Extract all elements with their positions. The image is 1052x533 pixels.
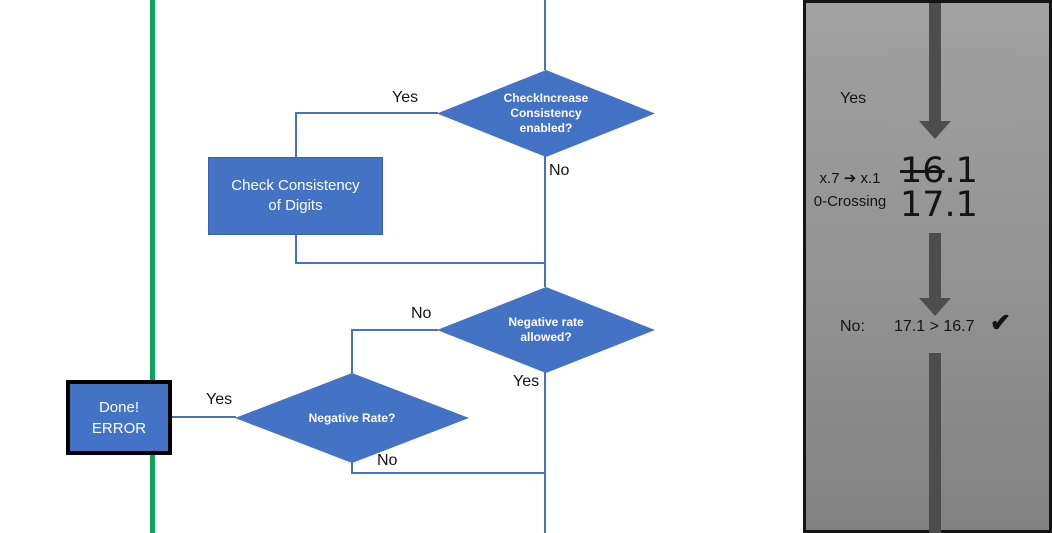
label-d3-yes: Yes xyxy=(206,391,233,408)
connector-top-into-d1 xyxy=(544,0,546,70)
connector-d2-no-vertical xyxy=(351,329,353,374)
terminal-label: Done! ERROR xyxy=(91,398,147,437)
down-arrow-head-icon xyxy=(919,298,951,316)
connector-d3-no-horizontal xyxy=(351,472,545,474)
old-value-rest: .1 xyxy=(944,151,978,191)
connector-d3-yes-to-terminal xyxy=(172,416,236,418)
label-d1-no: No xyxy=(549,162,570,179)
connector-d1-no-vertical xyxy=(544,156,546,287)
process-label: Check Consistency of Digits xyxy=(231,177,360,214)
old-value: 16.1 xyxy=(900,154,978,189)
connector-proc-down xyxy=(295,235,297,264)
connector-d2-yes-vertical xyxy=(544,372,546,533)
connector-d1-yes-vertical xyxy=(295,112,297,157)
panel-yes-label: Yes xyxy=(840,90,867,107)
decision-label: Negative Rate? xyxy=(308,410,396,425)
old-value-struck: 16 xyxy=(900,151,945,191)
connector-d1-yes-horizontal xyxy=(295,112,438,114)
label-d3-no: No xyxy=(377,452,398,469)
comparison-prefix: No: xyxy=(840,318,865,335)
label-d2-no: No xyxy=(411,305,432,322)
decision-negative-rate: Negative Rate? xyxy=(235,373,469,463)
green-guide-line xyxy=(150,0,155,533)
decision-label: Negative rate allowed? xyxy=(508,315,584,344)
crossing-annotation-line1: x.7 ➔ x.1 xyxy=(819,170,881,187)
connector-d3-no-vertical xyxy=(351,461,353,474)
down-arrow-head-icon xyxy=(919,121,951,139)
down-arrow-icon xyxy=(929,3,941,121)
connector-proc-to-mainline xyxy=(295,262,545,264)
checkmark-icon: ✔ xyxy=(990,309,1011,337)
decision-negative-rate-allowed: Negative rate allowed? xyxy=(437,287,655,373)
annotation-panel: Yes x.7 ➔ x.1 0-Crossing 16.1 17.1 No: 1… xyxy=(803,0,1052,533)
terminal-done-error: Done! ERROR xyxy=(66,380,172,455)
process-check-consistency-of-digits: Check Consistency of Digits xyxy=(208,157,383,235)
decision-label: CheckIncrease Consistency enabled? xyxy=(503,91,589,135)
connector-d2-no-horizontal xyxy=(351,329,438,331)
crossing-annotation-line2: 0-Crossing xyxy=(813,193,887,210)
down-arrow-icon xyxy=(929,233,941,298)
label-d1-yes: Yes xyxy=(392,89,419,106)
decision-check-increase-consistency: CheckIncrease Consistency enabled? xyxy=(437,70,655,157)
new-value: 17.1 xyxy=(900,185,978,225)
crossing-annotation: x.7 ➔ x.1 0-Crossing xyxy=(807,167,893,213)
comparison-expression: 17.1 > 16.7 xyxy=(894,318,975,335)
label-d2-yes: Yes xyxy=(513,373,540,390)
down-arrow-icon xyxy=(929,353,941,533)
